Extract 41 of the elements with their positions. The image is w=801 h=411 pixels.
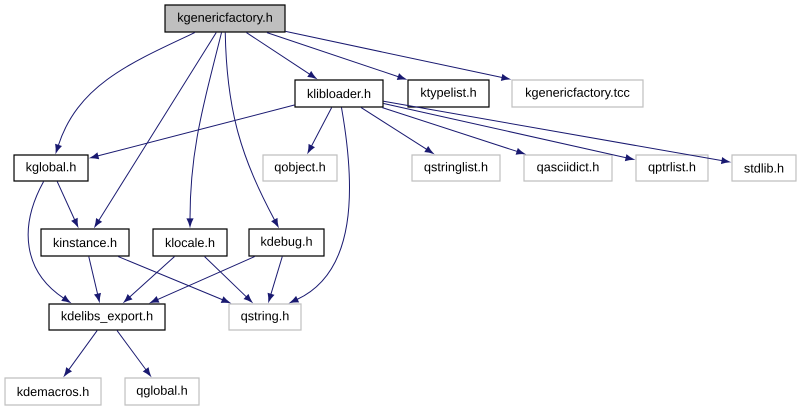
arrow (94, 32, 217, 228)
arrow (285, 30, 510, 81)
arrow (55, 32, 196, 153)
file-box: klibloader.h (294, 79, 384, 108)
arrow (246, 32, 316, 79)
arrow (268, 256, 283, 302)
arrow (64, 330, 98, 376)
arrow (90, 104, 295, 160)
arrow (150, 256, 256, 304)
file-box: qptrlist.h (635, 154, 709, 182)
arrow (28, 181, 70, 303)
arrow (308, 107, 332, 154)
file-box: qasciidict.h (523, 154, 613, 182)
arrow (266, 32, 406, 80)
file-box: kgenericfactory.tcc (511, 79, 644, 108)
arrow (204, 256, 252, 302)
arrow (88, 256, 101, 302)
arrow (186, 32, 222, 227)
file-box: ktypelist.h (407, 79, 490, 108)
file-box: qstringlist.h (411, 154, 501, 182)
file-box: qstring.h (228, 303, 302, 331)
file-box: kdelibs_export.h (48, 303, 166, 331)
arrow (118, 256, 230, 304)
arrow (56, 181, 78, 227)
file-box: kglobal.h (13, 154, 89, 182)
arrow (224, 32, 279, 228)
arrow (383, 102, 634, 161)
file-box: qglobal.h (124, 377, 200, 406)
file-box: qobject.h (262, 154, 338, 182)
file-box: kdemacros.h (4, 377, 102, 406)
arrow (360, 107, 434, 154)
file-box: kgenericfactory.h (164, 4, 286, 33)
file-box: klocale.h (152, 228, 228, 257)
file-box: kinstance.h (40, 228, 130, 257)
arrow (290, 107, 350, 303)
file-box: stdlib.h (731, 154, 797, 182)
arrow (116, 330, 151, 376)
arrow (383, 100, 730, 164)
arrow (382, 107, 525, 155)
file-box: kdebug.h (248, 228, 325, 257)
arrow (124, 256, 175, 302)
